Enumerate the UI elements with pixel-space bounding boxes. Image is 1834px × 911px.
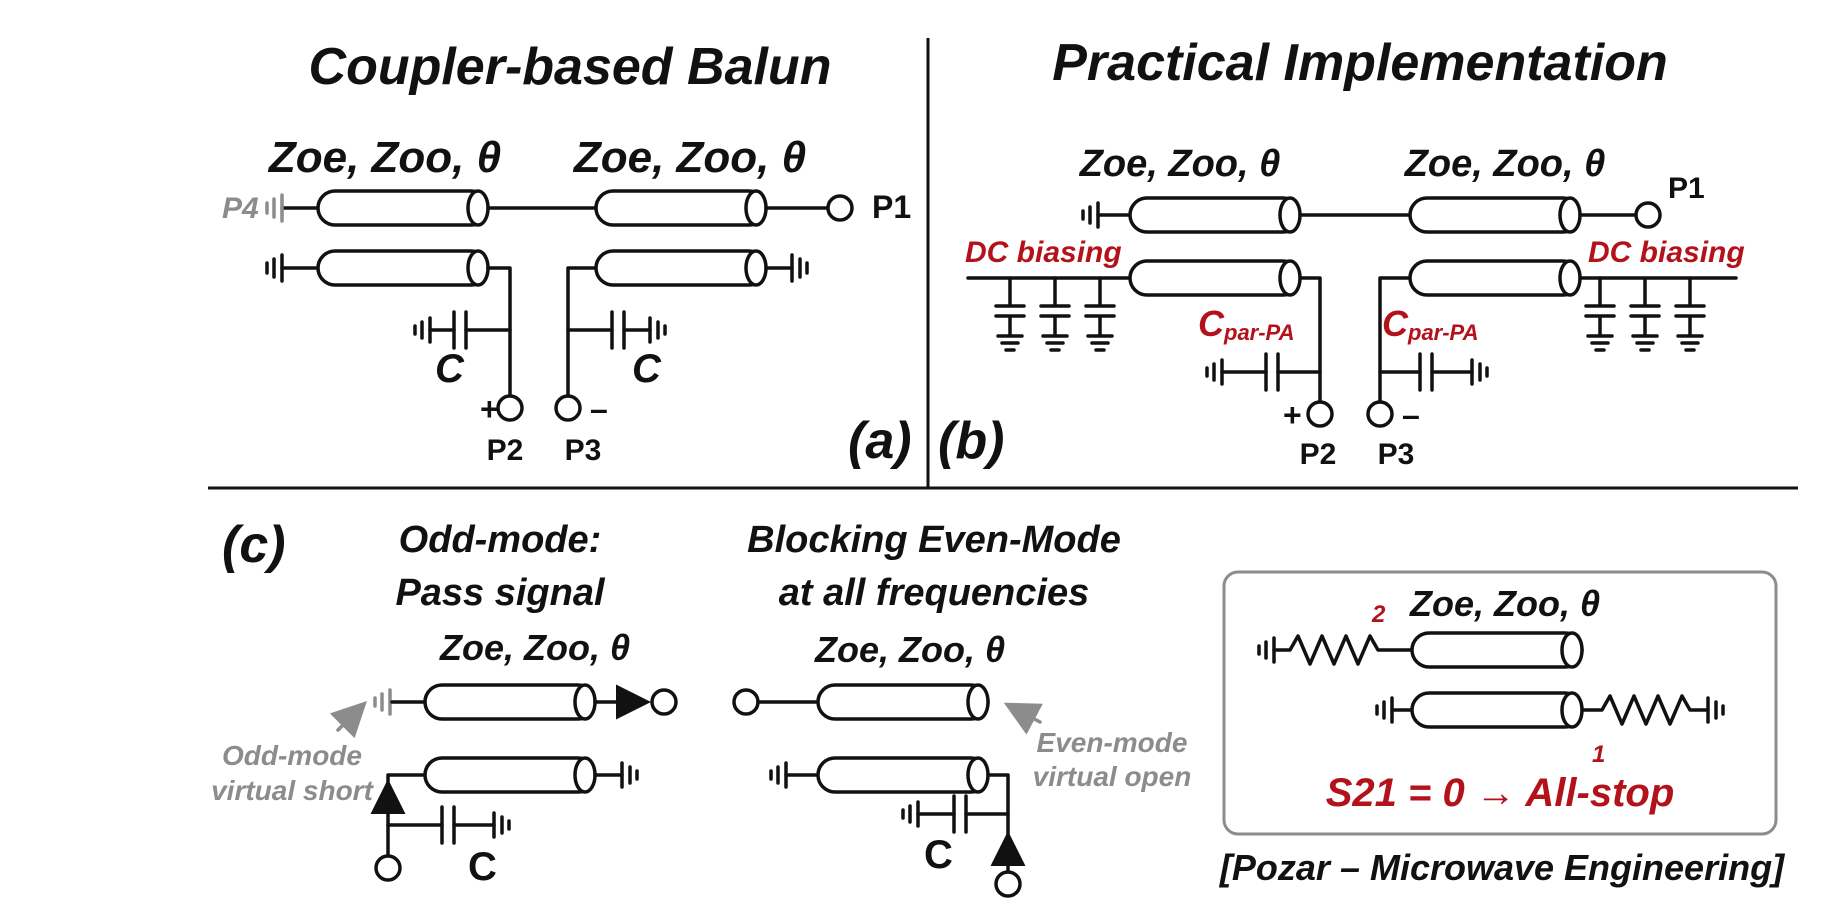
odd-z: Zoe, Zoo, θ (439, 627, 630, 668)
ground-icon (1081, 201, 1100, 229)
ground-icon (1205, 358, 1224, 386)
panel-b-dc-left: DC biasing (965, 236, 1122, 269)
panel-b-z-left: Zoe, Zoo, θ (1079, 143, 1281, 185)
b-port-p2-terminal (1306, 400, 1334, 428)
ground-icon (492, 811, 511, 839)
b-line-bot-right (1408, 259, 1582, 297)
odd-line-top (423, 683, 597, 721)
panel-b-dc-right: DC biasing (1588, 236, 1745, 269)
ground-icon (901, 800, 920, 828)
even-output-terminal (994, 870, 1022, 898)
panel-b-cpar-left: Cpar-PA (1198, 303, 1295, 345)
even-input-terminal (732, 688, 760, 716)
even-title-2: at all frequencies (779, 572, 1089, 614)
box-s21: S21 = 0 → All-stop (1326, 771, 1675, 815)
ground-icon (790, 253, 809, 283)
panel-a-p2: P2 (487, 434, 524, 467)
panel-a-z-right: Zoe, Zoo, θ (572, 133, 806, 182)
ground-icon (1706, 696, 1725, 724)
odd-line-bot (423, 756, 597, 794)
panel-b-p1: P1 (1668, 172, 1705, 205)
resistor-left (1272, 634, 1414, 666)
even-title-1: Blocking Even-Mode (747, 519, 1121, 561)
panel-b-minus: – (1402, 397, 1420, 433)
odd-input-terminal (374, 854, 402, 882)
panel-b-p2: P2 (1300, 438, 1337, 471)
even-line-bot (816, 756, 990, 794)
ground-icon (1470, 358, 1489, 386)
panel-b-plus: + (1283, 397, 1302, 433)
panel-b-z-right: Zoe, Zoo, θ (1404, 143, 1606, 185)
box-port-2: 2 (1371, 601, 1386, 628)
b-line-top-left (1128, 196, 1302, 234)
odd-cap: C (468, 845, 497, 889)
ground-icon (265, 253, 284, 283)
panel-a-plus: + (480, 391, 499, 427)
panel-a-cap-left: C (435, 347, 465, 391)
odd-output-terminal (650, 688, 678, 716)
box-z: Zoe, Zoo, θ (1409, 583, 1600, 624)
b-port-p1-terminal (1634, 201, 1662, 229)
even-cap: C (924, 833, 953, 877)
ground-icon (373, 688, 392, 716)
panel-a-z-left: Zoe, Zoo, θ (267, 133, 501, 182)
panel-a: Coupler-based Balun Zoe, Zoo, θ Zoe, Zoo… (222, 38, 912, 470)
odd-note-1: Odd-mode (222, 740, 362, 771)
port-p3-terminal (554, 394, 582, 422)
b-line-bot-left (1128, 259, 1302, 297)
b-line-top-right (1408, 196, 1582, 234)
even-note-2: virtual open (1033, 761, 1192, 792)
panel-a-p3: P3 (565, 434, 602, 467)
panel-a-p1: P1 (872, 189, 911, 225)
resistor-right (1580, 694, 1710, 726)
panel-a-title: Coupler-based Balun (309, 38, 832, 96)
panel-c-label: (c) (222, 516, 286, 574)
ground-icon (648, 316, 667, 344)
panel-a-p4: P4 (222, 192, 259, 225)
panel-b-title: Practical Implementation (1052, 34, 1668, 92)
panel-b-p3: P3 (1378, 438, 1415, 471)
panel-b-cpar-right: Cpar-PA (1382, 303, 1479, 345)
ground-icon (769, 761, 788, 789)
decoupling-caps-right (1584, 276, 1706, 352)
panel-b: Practical Implementation Zoe, Zoo, θ Zoe… (938, 34, 1745, 471)
box-line-bot (1410, 691, 1584, 729)
decoupling-caps-left (994, 276, 1116, 352)
odd-note-2: virtual short (211, 775, 374, 806)
line-bot-right (594, 249, 768, 287)
panel-b-label: (b) (938, 412, 1004, 470)
panel-c: (c) Odd-mode: Pass signal Blocking Even-… (211, 516, 1785, 898)
panel-a-cap-right: C (632, 347, 662, 391)
ground-icon (265, 193, 284, 223)
port-p1-terminal (826, 194, 854, 222)
line-bot-left (316, 249, 490, 287)
odd-title-2: Pass signal (395, 572, 606, 614)
odd-title-1: Odd-mode: (399, 519, 602, 561)
ground-icon (413, 316, 432, 344)
citation: [Pozar – Microwave Engineering] (1219, 847, 1785, 888)
even-line-top (816, 683, 990, 721)
panel-a-label: (a) (848, 412, 912, 470)
b-port-p3-terminal (1366, 400, 1394, 428)
panel-a-minus: – (590, 391, 608, 427)
line-top-left (316, 189, 490, 227)
box-line-top (1410, 631, 1584, 669)
even-z: Zoe, Zoo, θ (814, 629, 1005, 670)
line-top-right (594, 189, 768, 227)
even-note-1: Even-mode (1037, 727, 1188, 758)
ground-icon (620, 761, 639, 789)
port-p2-terminal (496, 394, 524, 422)
box-port-1: 1 (1592, 741, 1605, 768)
